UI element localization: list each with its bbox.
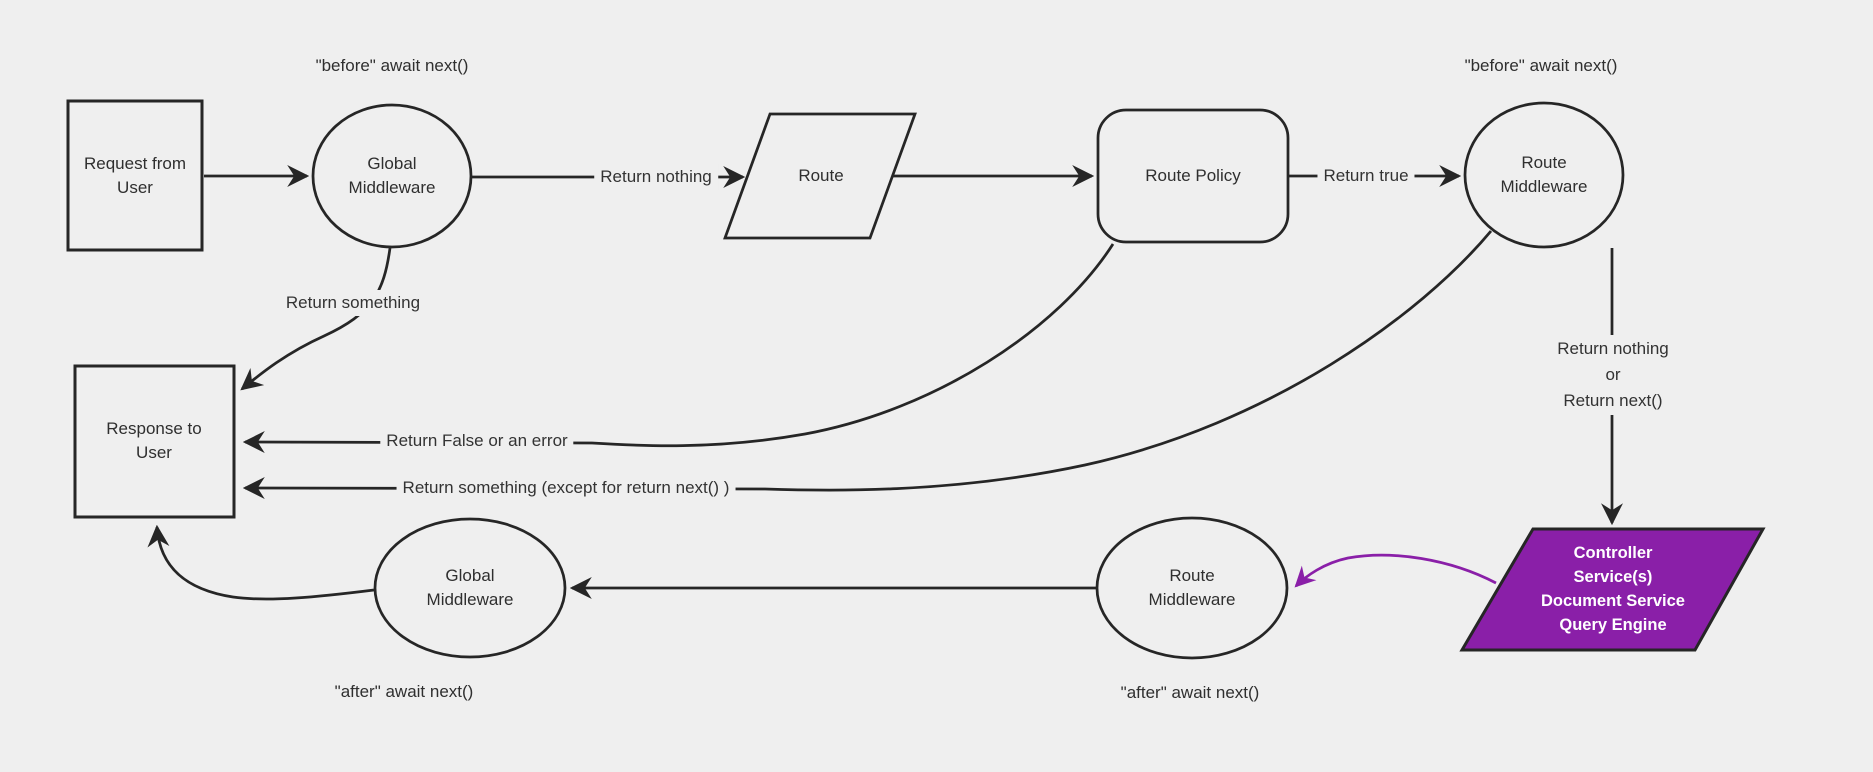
route-middleware-before-node-shape: [1463, 101, 1625, 249]
controller-node-shape: [1459, 527, 1766, 652]
edge-label-return-nothing-or-next: Return nothing or Return next(): [1522, 335, 1704, 415]
global-middleware-before-node-shape: [311, 103, 473, 249]
annotation-after-await-route: "after" await next(): [1120, 683, 1260, 702]
edge-global-middleware-return-something: [240, 247, 392, 391]
route-policy-node-shape: [1096, 108, 1290, 244]
request-node-shape: [66, 99, 204, 252]
edge-label-return-nothing-or-next-line-1: Return nothing: [1557, 339, 1669, 358]
edge-label-return-nothing: Return nothing: [594, 164, 718, 190]
edge-route-policy-return-false: [242, 243, 1115, 454]
route-node-shape: [723, 112, 917, 240]
annotation-after-await-global: "after" await next(): [334, 682, 474, 701]
route-middleware-after-node-shape: [1095, 516, 1289, 660]
global-middleware-after-node-shape: [373, 517, 567, 659]
edge-controller-to-route-middleware-after: [1294, 553, 1497, 588]
edge-label-return-nothing-or-next-line-3: Return next(): [1563, 391, 1663, 410]
edge-label-return-true: Return true: [1317, 163, 1415, 189]
edge-global-middleware-after-to-response: [147, 524, 375, 601]
annotation-before-await-global: "before" await next(): [315, 56, 469, 75]
edge-label-return-something: Return something: [279, 290, 427, 316]
response-node-shape: [73, 364, 236, 519]
edge-label-return-false-or-error: Return False or an error: [380, 428, 574, 454]
edge-label-return-something-except: Return something (except for return next…: [396, 475, 736, 501]
edge-route-middleware-return-something-except: [242, 230, 1493, 500]
annotation-before-await-route: "before" await next(): [1464, 56, 1618, 75]
edge-label-return-nothing-or-next-line-2: or: [1605, 365, 1621, 384]
